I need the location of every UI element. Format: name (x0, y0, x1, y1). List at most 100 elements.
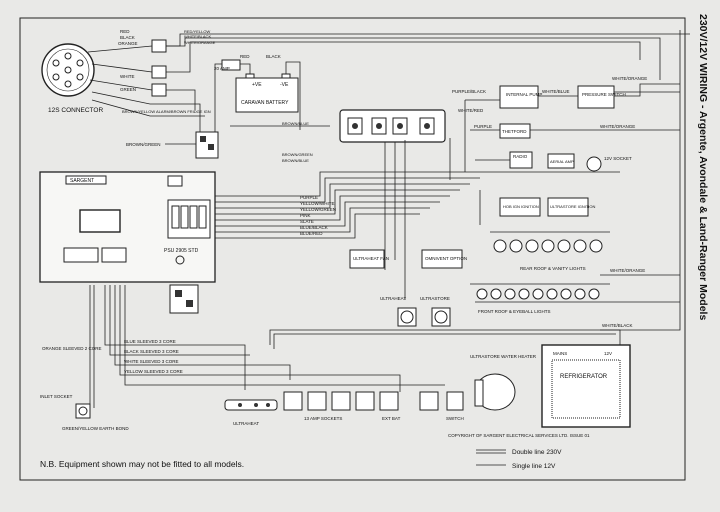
water-heater-switch (446, 391, 464, 411)
pressure-switch-label: PRESSURE SWITCH (582, 92, 626, 97)
earth-bond-label: GREEN/YELLOW EARTH BOND (62, 426, 129, 431)
aerial-amp (547, 153, 575, 169)
internal-pump (499, 85, 539, 109)
wire-label-brown-blue: BROWN/BLUE (282, 121, 309, 126)
fuse-2 (151, 65, 167, 79)
ultraheat-fan (349, 249, 385, 269)
battery-wires (214, 61, 330, 150)
ultraheat-label: ULTRAHEAT (233, 421, 259, 426)
wire-label-white-sleeved: WHITE SLEEVED 3 CORE (124, 359, 179, 364)
copyright: COPYRIGHT OF SARGENT ELECTRICAL SERVICES… (448, 433, 590, 438)
battery-black-label: BLACK (266, 54, 281, 59)
front-roof-lights (476, 288, 600, 300)
rear-roof-lights-label: REAR ROOF & VANITY LIGHTS (520, 266, 586, 271)
socket-12v-label: 12V SOCKET (604, 156, 632, 161)
wire-label-pink: PINK (300, 213, 311, 218)
battery-red-label: RED (240, 54, 250, 59)
wire-label-purple-black: PURPLE/BLACK (452, 89, 486, 94)
footnote: N.B. Equipment shown may not be fitted t… (40, 459, 244, 469)
wire-label-slate: SLATE (300, 219, 314, 224)
thetford (499, 123, 531, 139)
hob-ignition-label: HOB IGN IGNITION (503, 204, 539, 209)
battery-fuse (221, 59, 241, 71)
ultrastore-water-heater (474, 373, 516, 411)
ultrastore-ignition-label: ULTRASTORE IGNITION (550, 204, 596, 209)
sockets-13a (283, 391, 375, 411)
ext-bat-socket (379, 391, 399, 411)
wire-label-blue-black: BLUE/BLACK (300, 225, 328, 230)
wire-label-brown-green-2: BROWN/GREEN (282, 152, 313, 157)
hob-ignition (499, 197, 541, 217)
wire-label-white-red: WHITE/RED (458, 108, 484, 113)
fuse-3 (151, 83, 167, 97)
mains-wiring (89, 285, 621, 408)
inlet-socket-icon (78, 406, 88, 416)
wire-label-yellow-sleeved: YELLOW SLEEVED 3 CORE (124, 369, 183, 374)
wire-label-orange: ORANGE (118, 41, 138, 46)
fridge-relay (195, 131, 219, 159)
fridge-mains-label: MAINS (553, 351, 567, 356)
internal-pump-label: INTERNAL PUMP (506, 92, 542, 97)
caravan-battery (235, 73, 299, 113)
wire-label-purple-main: PURPLE (300, 195, 318, 200)
pump-wires (538, 83, 680, 97)
sockets-13a-label: 13 AMP SOCKETS (304, 416, 342, 421)
ultraheat-switch-label: ULTRAHEAT (380, 296, 406, 301)
battery-negative: -VE (280, 82, 289, 88)
ultraheat-fan-label: ULTRAHEAT FAN (353, 256, 389, 261)
wire-label-white-orange-top: WHITE/ORANGE (184, 40, 216, 45)
psu-unit (39, 171, 216, 283)
connector-12s-label: 12S CONNECTOR (48, 107, 103, 114)
wire-label-white-orange-thetford: WHITE/ORANGE (600, 124, 635, 129)
psu-label: PSU 2905 STD (164, 248, 199, 254)
wire-label-white-orange-pump: WHITE/ORANGE (612, 76, 647, 81)
wire-label-white-orange-lights: WHITE/ORANGE (610, 268, 645, 273)
wire-label-white-blue: WHITE/BLUE (542, 89, 570, 94)
radio-label: RADIO (513, 154, 528, 159)
omnivent-option (421, 249, 463, 269)
wire-label-black: BLACK (120, 35, 135, 40)
socket-12v (586, 156, 602, 172)
ultrastore-ignition (547, 197, 589, 217)
fuse-20a-label: 20 AMP (214, 66, 230, 71)
front-roof-lights-label: FRONT ROOF & EYEBALL LIGHTS (478, 309, 551, 314)
ext-bat-label: EXT BAT (382, 416, 401, 421)
wire-label-green: GREEN (120, 87, 136, 92)
wire-label-white: WHITE (120, 74, 135, 79)
legend-double: Double line 230V (512, 449, 562, 456)
wire-label-brown-yellow: BROWN/YELLOW ALARM/BROWN FRIDGE IGN (122, 109, 211, 114)
fridge-12v-label: 12V (604, 351, 612, 356)
wire-label-purple: PURPLE (474, 124, 492, 129)
ultrastore-switch-label: ULTRASTORE (420, 296, 450, 301)
wire-label-yellow-white: YELLOW/WHITE (300, 201, 335, 206)
wire-label-red-yellow: RED/YELLOW (184, 29, 210, 34)
refrigerator-label: REFRIGERATOR (560, 374, 608, 380)
ultraheat-switch (397, 307, 417, 327)
fuse-1 (151, 39, 167, 53)
control-panel (339, 109, 446, 143)
refrigerator (541, 344, 631, 428)
wire-label-red: RED (120, 29, 130, 34)
side-title-strip: 230V/12V WIRING - Argente, Avondale & La… (697, 14, 709, 320)
wire-label-white-black: WHITE/BLACK (184, 34, 211, 39)
water-heater-socket (419, 391, 439, 411)
ultraheat-unit (224, 399, 278, 411)
wire-label-yellow-green: YELLOW/GREEN (300, 207, 336, 212)
water-heater-label: ULTRASTORE WATER HEATER (470, 354, 537, 359)
diagram-frame (19, 17, 686, 481)
radio (509, 151, 533, 169)
inlet-socket-label: INLET SOCKET (40, 394, 73, 399)
battery-label: CARAVAN BATTERY (241, 100, 289, 106)
psu-output-block (169, 284, 199, 314)
thetford-label: THETFORD (502, 129, 527, 134)
battery-positive: +VE (252, 82, 262, 88)
legend (476, 449, 506, 466)
orange-sleeved-label: ORANGE SLEEVED 2 CORE (42, 346, 102, 351)
switch-label: SWITCH (446, 416, 464, 421)
wire-label-brown-green: BROWN/GREEN (126, 142, 161, 147)
side-title: 230V/12V WIRING - Argente, Avondale & La… (697, 14, 709, 320)
wire-label-blue-sleeved: BLUE SLEEVED 3 CORE (124, 339, 176, 344)
wire-label-brown-blue-2: BROWN/BLUE (282, 158, 309, 163)
